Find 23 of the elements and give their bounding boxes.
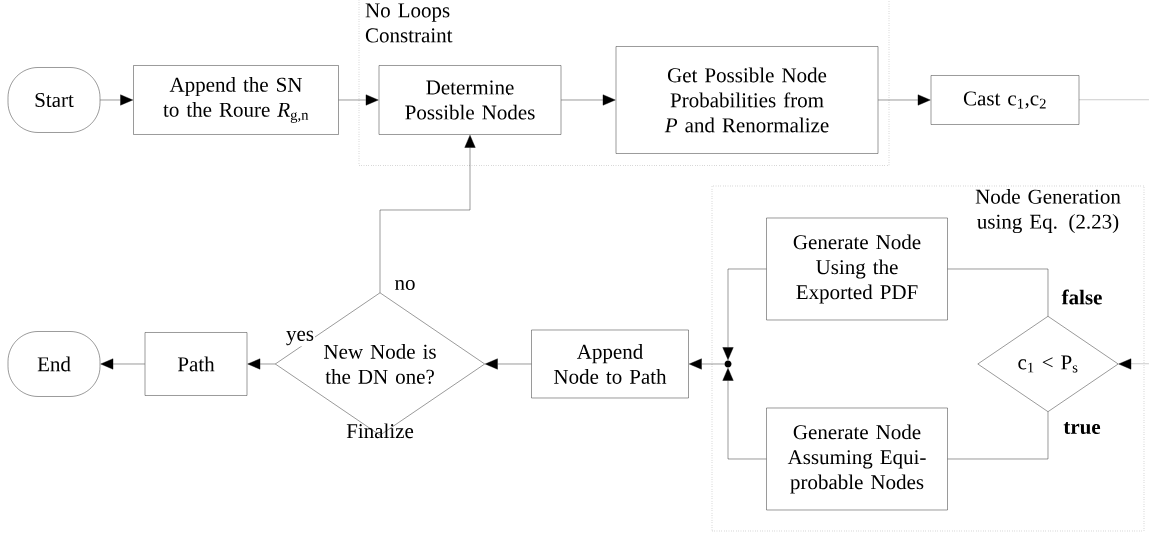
process-box: Determine Possible Nodes [378,65,562,135]
arrow [338,94,379,106]
arrow [100,358,145,370]
edge-label: yes [285,329,315,347]
process-box: Generate Node Using the Exported PDF [766,217,948,321]
arrow [722,268,767,360]
process-box: Append Node to Path [531,329,689,399]
process-box: Path [144,332,248,396]
edge-label: no [393,278,417,292]
arrow [379,135,476,293]
arrow [689,358,725,370]
arrow [878,94,931,106]
process-box: Get Possible Node Probabilities from P and Renormalize [615,46,879,154]
arrow [100,94,133,106]
arrow [561,94,616,106]
arrow [722,368,767,460]
edge-label: true [1062,420,1102,436]
process-box: Append the SN to the Roure R$_{g,n}$ [133,65,339,135]
edge-label: false [1060,288,1104,306]
arrow [247,358,276,370]
process-box: Generate Node Assuming Equi-probable Nodes [766,407,948,511]
process-box: Cast c$_{1}$,c$_{2}$ [930,75,1080,125]
arrow [485,358,532,370]
